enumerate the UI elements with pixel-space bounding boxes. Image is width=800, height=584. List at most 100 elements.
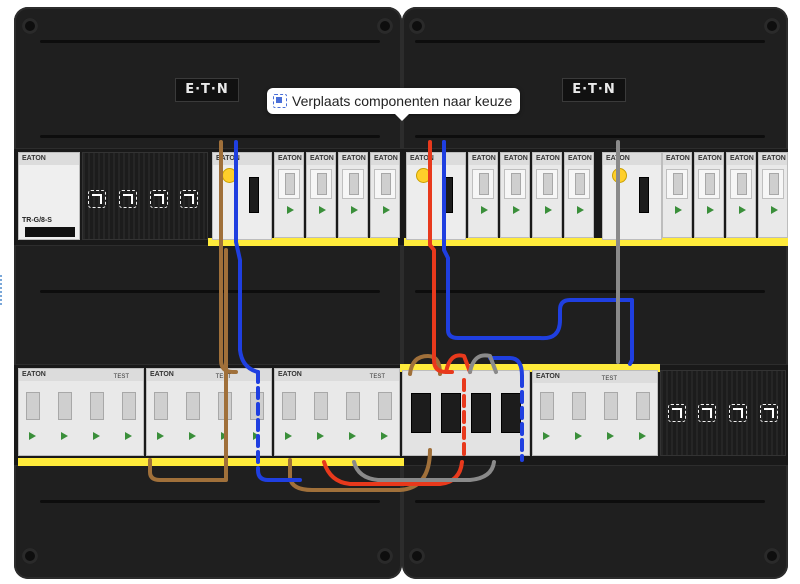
brand-label: EATON bbox=[371, 153, 399, 165]
brand-label: EATON bbox=[275, 369, 399, 381]
hinge-icon bbox=[377, 548, 393, 564]
mcb-module[interactable]: EATON bbox=[564, 152, 594, 238]
status-indicator-icon bbox=[575, 432, 582, 440]
brand-label: EATON bbox=[407, 153, 465, 165]
mcb-toggle[interactable] bbox=[317, 173, 327, 195]
wire-blue bbox=[442, 140, 634, 366]
mcb-module[interactable]: EATON bbox=[758, 152, 788, 238]
status-indicator-icon bbox=[707, 206, 714, 214]
hinge-icon bbox=[22, 18, 38, 34]
pole-toggle[interactable] bbox=[411, 393, 431, 433]
rcbo-toggle[interactable] bbox=[122, 392, 136, 420]
brand-label: EATON bbox=[695, 153, 723, 165]
wire-brown bbox=[408, 354, 442, 376]
add-slot-icon[interactable] bbox=[119, 190, 137, 208]
hinge-icon bbox=[22, 548, 38, 564]
add-slot-icon[interactable] bbox=[698, 404, 716, 422]
rcd-toggle[interactable] bbox=[639, 177, 649, 213]
pole-toggle[interactable] bbox=[471, 393, 491, 433]
rcbo-toggle[interactable] bbox=[154, 392, 168, 420]
rail-highlight bbox=[208, 238, 398, 246]
mcb-toggle[interactable] bbox=[575, 173, 585, 195]
rcd-module[interactable]: EATON bbox=[406, 152, 466, 240]
add-slot-icon[interactable] bbox=[180, 190, 198, 208]
add-slot-icon[interactable] bbox=[88, 190, 106, 208]
mcb-toggle[interactable] bbox=[543, 173, 553, 195]
mcb-module[interactable]: EATON bbox=[338, 152, 368, 238]
status-indicator-icon bbox=[607, 432, 614, 440]
rcd-module[interactable]: EATON bbox=[602, 152, 662, 240]
model-label: TR-G/8-S bbox=[22, 217, 52, 224]
mcb-module[interactable]: EATON bbox=[662, 152, 692, 238]
mcb-module[interactable]: EATON bbox=[532, 152, 562, 238]
mcb-toggle[interactable] bbox=[479, 173, 489, 195]
mcb-toggle[interactable] bbox=[769, 173, 779, 195]
rcbo-toggle[interactable] bbox=[186, 392, 200, 420]
add-slot-icon[interactable] bbox=[668, 404, 686, 422]
mcb-toggle[interactable] bbox=[285, 173, 295, 195]
status-indicator-icon bbox=[287, 206, 294, 214]
mcb-module[interactable]: EATON bbox=[468, 152, 498, 238]
mcb-toggle[interactable] bbox=[381, 173, 391, 195]
eaton-logo: E·T·N bbox=[562, 78, 626, 102]
status-indicator-icon bbox=[513, 206, 520, 214]
status-indicator-icon bbox=[543, 432, 550, 440]
brand-label: EATON bbox=[147, 369, 271, 381]
mcb-module[interactable]: EATON bbox=[726, 152, 756, 238]
four-pole-switch[interactable] bbox=[402, 370, 530, 456]
brand-label: EATON bbox=[339, 153, 367, 165]
wire-blue bbox=[256, 468, 302, 482]
mcb-module[interactable]: EATON bbox=[500, 152, 530, 238]
status-indicator-icon bbox=[481, 206, 488, 214]
rcbo-toggle[interactable] bbox=[604, 392, 618, 420]
mcb-toggle[interactable] bbox=[673, 173, 683, 195]
add-slot-icon[interactable] bbox=[150, 190, 168, 208]
rcbo-toggle[interactable] bbox=[58, 392, 72, 420]
brand-label: EATON bbox=[501, 153, 529, 165]
hinge-icon bbox=[377, 18, 393, 34]
main-switch[interactable]: EATON TR-G/8-S bbox=[18, 152, 80, 240]
status-indicator-icon bbox=[577, 206, 584, 214]
brand-label: EATON bbox=[19, 369, 143, 381]
pole-toggle[interactable] bbox=[441, 393, 461, 433]
mcb-module[interactable]: EATON bbox=[694, 152, 724, 238]
hinge-icon bbox=[409, 548, 425, 564]
wire-brown bbox=[219, 140, 238, 374]
rcbo-toggle[interactable] bbox=[572, 392, 586, 420]
rcd-toggle[interactable] bbox=[249, 177, 259, 213]
rcbo-toggle[interactable] bbox=[636, 392, 650, 420]
wire-blue bbox=[234, 140, 260, 374]
add-slot-icon[interactable] bbox=[760, 404, 778, 422]
mcb-toggle[interactable] bbox=[511, 173, 521, 195]
wire-grey bbox=[352, 460, 496, 482]
status-indicator-icon bbox=[61, 432, 68, 440]
rcbo-toggle[interactable] bbox=[314, 392, 328, 420]
mcb-module[interactable]: EATON bbox=[306, 152, 336, 238]
rcbo-toggle[interactable] bbox=[26, 392, 40, 420]
mcb-toggle[interactable] bbox=[705, 173, 715, 195]
mcb-module[interactable]: EATON bbox=[370, 152, 400, 238]
mcb-toggle[interactable] bbox=[349, 173, 359, 195]
wire-blue bbox=[488, 356, 524, 378]
brand-label: EATON bbox=[213, 153, 271, 165]
status-indicator-icon bbox=[639, 432, 646, 440]
status-indicator-icon bbox=[383, 206, 390, 214]
rcbo-toggle[interactable] bbox=[378, 392, 392, 420]
rcbo-toggle[interactable] bbox=[282, 392, 296, 420]
status-indicator-icon bbox=[189, 432, 196, 440]
cover-groove bbox=[40, 135, 380, 138]
mcb-module[interactable]: EATON bbox=[274, 152, 304, 238]
brand-label: EATON bbox=[565, 153, 593, 165]
status-indicator-icon bbox=[771, 206, 778, 214]
brand-label: EATON bbox=[663, 153, 691, 165]
brand-label: EATON bbox=[307, 153, 335, 165]
rcbo-toggle[interactable] bbox=[540, 392, 554, 420]
brand-label: EATON bbox=[533, 153, 561, 165]
rcbo-toggle[interactable] bbox=[90, 392, 104, 420]
cover-groove bbox=[40, 290, 380, 293]
rcbo-toggle[interactable] bbox=[346, 392, 360, 420]
rcbo-group[interactable]: EATON TEST bbox=[146, 368, 272, 456]
wire-grey bbox=[468, 353, 498, 374]
mcb-toggle[interactable] bbox=[737, 173, 747, 195]
add-slot-icon[interactable] bbox=[729, 404, 747, 422]
